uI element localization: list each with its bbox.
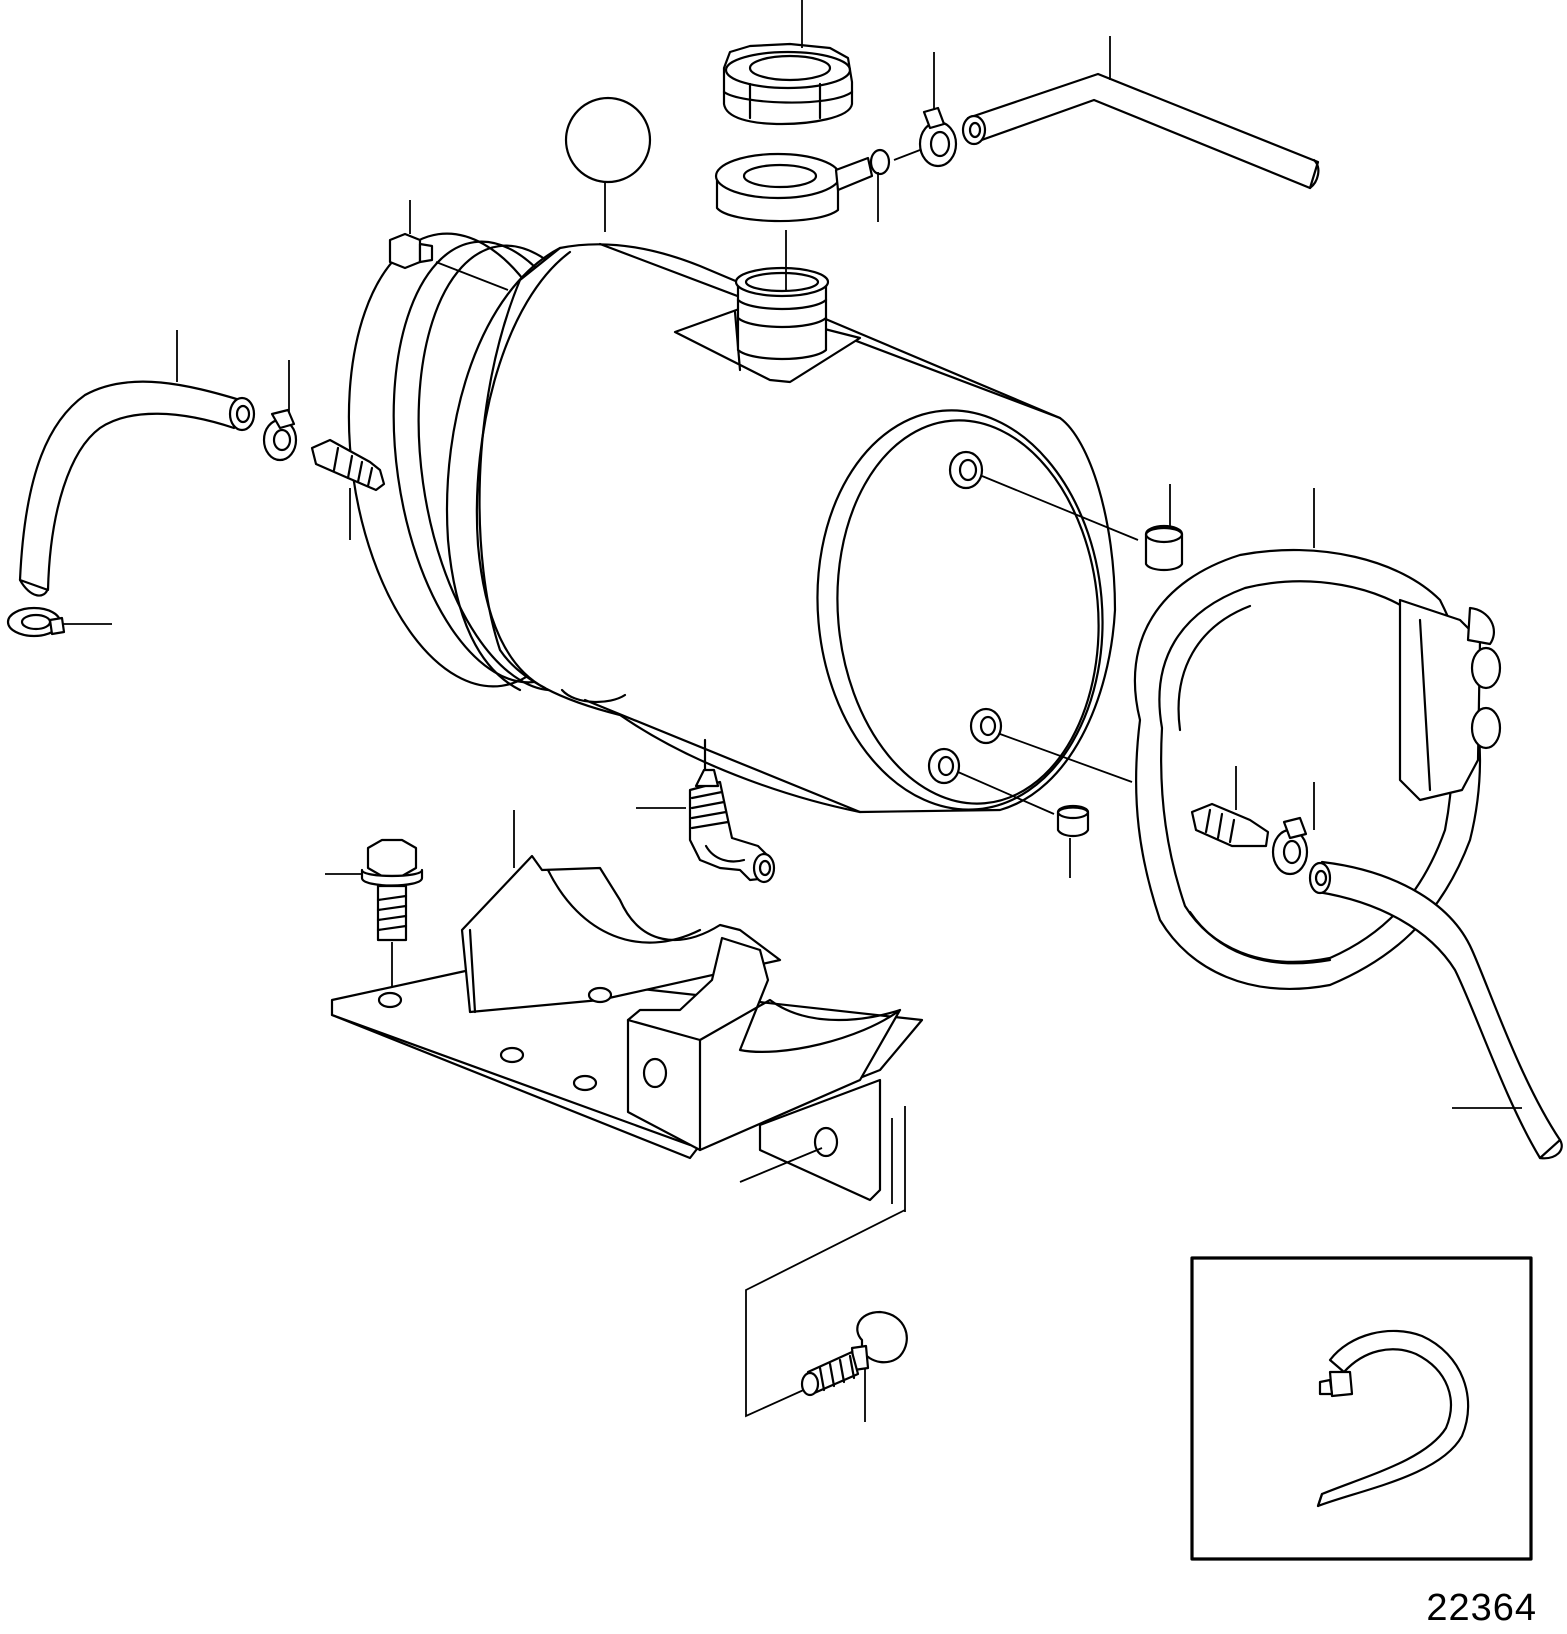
filler-cap-icon [722, 0, 854, 126]
plug-icon [957, 771, 1090, 878]
hose-clamp-icon [1271, 782, 1315, 876]
hose-icon [18, 330, 256, 597]
screw-icon [745, 1209, 908, 1422]
tank-icon [347, 232, 1117, 814]
hose-icon [961, 36, 1320, 190]
filler-neck-ring-icon [714, 148, 891, 290]
circle-reference-icon [564, 96, 652, 232]
hose-icon [1308, 860, 1563, 1160]
cable-tie-icon [1190, 1256, 1533, 1561]
hose-clamp-icon [893, 52, 958, 168]
nipple-icon [310, 438, 386, 540]
nipple-icon [1190, 766, 1270, 848]
plug-icon [388, 200, 509, 291]
bracket-icon [330, 810, 924, 1212]
hose-clamp-icon [6, 606, 112, 638]
elbow-fitting-icon [636, 768, 776, 884]
plug-icon [981, 475, 1184, 572]
hose-clamp-icon [262, 360, 298, 462]
flange-bolt-icon [325, 838, 424, 992]
figure-number: 22364 [1426, 1587, 1537, 1629]
